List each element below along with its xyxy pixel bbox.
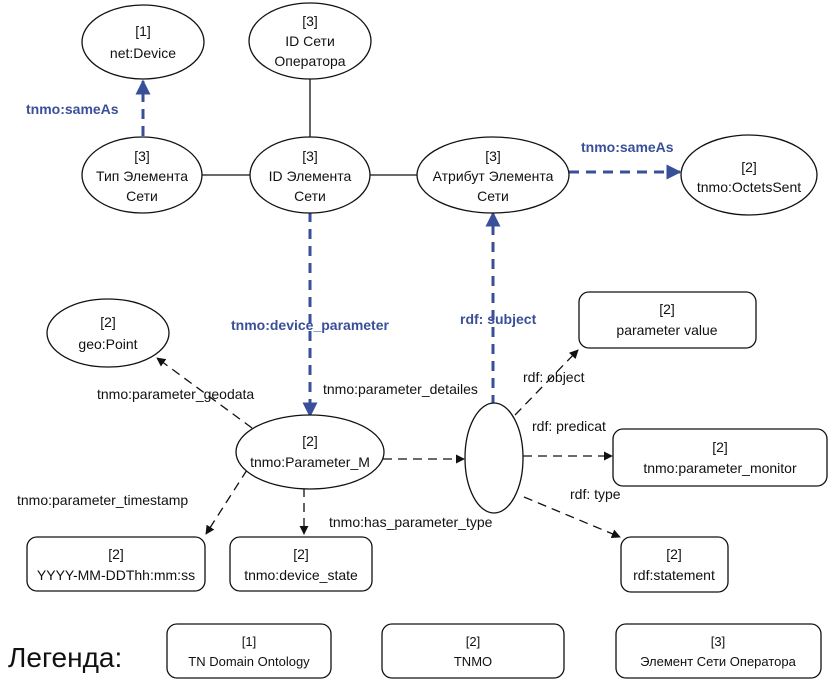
svg-text:[1]: [1] (242, 634, 256, 649)
svg-text:tnmo:parameter_monitor: tnmo:parameter_monitor (643, 460, 797, 476)
svg-text:[3]: [3] (134, 148, 150, 164)
svg-text:YYYY-MM-DDThh:mm:ss: YYYY-MM-DDThh:mm:ss (37, 567, 195, 583)
svg-text:geo:Point: geo:Point (78, 336, 137, 352)
svg-text:tnmo:Parameter_M: tnmo:Parameter_M (250, 454, 370, 470)
edge-rdf-object (514, 349, 579, 416)
svg-text:[2]: [2] (466, 634, 480, 649)
label-rdf-type: rdf: type (570, 486, 621, 502)
svg-text:ID Сети: ID Сети (285, 33, 335, 49)
node-element-type[interactable]: [3] Тип Элемента Сети (81, 136, 203, 214)
svg-text:TN Domain Ontology: TN Domain Ontology (188, 654, 310, 669)
legend-item-tn-domain-ontology: [1] TN Domain Ontology (166, 623, 332, 679)
svg-text:[2]: [2] (659, 301, 675, 317)
svg-text:rdf:statement: rdf:statement (633, 567, 715, 583)
svg-text:parameter value: parameter value (616, 322, 717, 338)
node-element-attribute[interactable]: [3] Атрибут Элемента Сети (416, 136, 570, 214)
node-parameter-m[interactable]: [2] tnmo:Parameter_M (235, 414, 385, 490)
node-element-id[interactable]: [3] ID Элемента Сети (249, 136, 371, 214)
node-timestamp[interactable]: [2] YYYY-MM-DDThh:mm:ss (26, 536, 206, 592)
svg-text:Оператора: Оператора (274, 53, 345, 69)
svg-text:Сети: Сети (126, 188, 158, 204)
svg-text:[2]: [2] (100, 314, 116, 330)
svg-text:[2]: [2] (108, 546, 124, 562)
node-net-device[interactable]: [1] net:Device (81, 4, 205, 80)
svg-text:[3]: [3] (302, 13, 318, 29)
svg-text:[2]: [2] (666, 546, 682, 562)
svg-text:ID Элемента: ID Элемента (269, 168, 352, 184)
legend: Легенда: [1] TN Domain Ontology [2] TNMO… (8, 623, 822, 679)
svg-text:[2]: [2] (293, 546, 309, 562)
svg-text:[2]: [2] (302, 433, 318, 449)
legend-item-operator-network-element: [3] Элемент Сети Оператора (615, 623, 822, 679)
node-geo-point[interactable]: [2] geo:Point (46, 298, 170, 368)
svg-text:[1]: [1] (135, 23, 151, 39)
node-parameter-value[interactable]: [2] parameter value (578, 291, 757, 349)
svg-text:[2]: [2] (712, 439, 728, 455)
label-same-as-octets: tnmo:sameAs (581, 139, 674, 155)
node-device-state[interactable]: [2] tnmo:device_state (229, 536, 373, 592)
svg-text:[3]: [3] (485, 148, 501, 164)
label-device-parameter: tnmo:device_parameter (231, 317, 390, 333)
svg-text:tnmo:device_state: tnmo:device_state (244, 567, 358, 583)
node-rdf-statement[interactable]: [2] rdf:statement (620, 536, 729, 593)
label-has-parameter-type: tnmo:has_parameter_type (329, 514, 493, 530)
svg-text:TNMO: TNMO (454, 654, 492, 669)
label-parameter-timestamp: tnmo:parameter_timestamp (17, 492, 188, 508)
svg-text:net:Device: net:Device (110, 45, 176, 61)
legend-title: Легенда: (8, 642, 122, 673)
node-octets-sent[interactable]: [2] tnmo:OctetsSent (680, 134, 818, 216)
label-parameter-detailes: tnmo:parameter_detailes (323, 381, 478, 397)
svg-text:Сети: Сети (477, 188, 509, 204)
edge-parameter-timestamp (205, 469, 248, 535)
label-parameter-geodata: tnmo:parameter_geodata (97, 386, 254, 402)
node-parameter-monitor[interactable]: [2] tnmo:parameter_monitor (612, 428, 828, 487)
svg-text:[3]: [3] (302, 148, 318, 164)
label-rdf-object: rdf: object (523, 369, 585, 385)
edge-rdf-type (523, 496, 621, 539)
node-statement-blank[interactable] (464, 402, 524, 514)
edge-parameter-geodata (156, 357, 253, 429)
svg-text:[2]: [2] (741, 159, 757, 175)
label-rdf-predicat: rdf: predicat (532, 418, 606, 434)
svg-text:tnmo:OctetsSent: tnmo:OctetsSent (697, 179, 801, 195)
svg-text:Тип Элемента: Тип Элемента (96, 168, 188, 184)
svg-text:Элемент Сети Оператора: Элемент Сети Оператора (640, 654, 796, 669)
svg-text:Атрибут Элемента: Атрибут Элемента (433, 168, 554, 184)
svg-text:Сети: Сети (294, 188, 326, 204)
label-same-as-device: tnmo:sameAs (26, 101, 119, 117)
svg-text:[3]: [3] (711, 634, 725, 649)
legend-item-tnmo: [2] TNMO (381, 623, 565, 679)
label-rdf-subject: rdf: subject (460, 311, 537, 327)
node-network-id[interactable]: [3] ID Сети Оператора (248, 2, 372, 80)
